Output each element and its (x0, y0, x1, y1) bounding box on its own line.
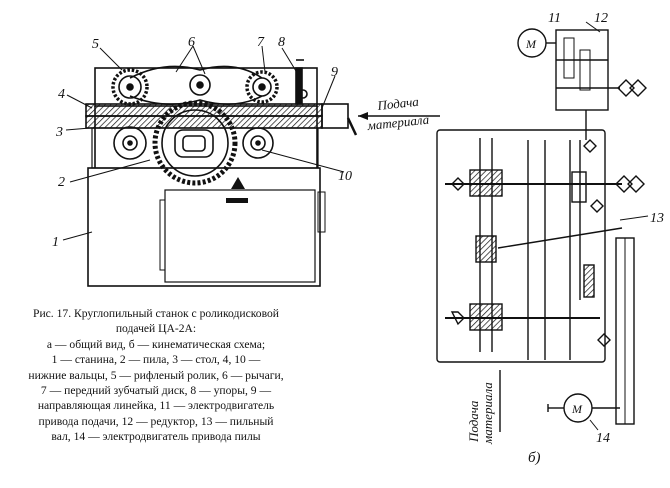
stop-post (295, 67, 303, 105)
scheme-frame (436, 129, 606, 363)
caption-line: 7 — передний зубчатый диск, 8 — упоры, 9… (40, 384, 272, 398)
caption-line: направляющая линейка, 11 — электродвигат… (37, 399, 275, 413)
label-12: 12 (594, 11, 608, 26)
feed-label-a-line1: Подача (376, 94, 420, 113)
warning-triangle-icon (231, 177, 245, 189)
middle-gear (475, 235, 497, 263)
caption-line: нижние вальцы, 5 — рифленый ролик, 6 — р… (28, 368, 284, 382)
label-3: 3 (55, 125, 63, 140)
upper-gear-block (469, 169, 503, 197)
label-11: 11 (548, 11, 561, 26)
feed-label-a-line2: материала (366, 112, 431, 134)
leader-lines-b (585, 21, 649, 431)
levers (129, 65, 263, 105)
reducer-12 (555, 29, 609, 111)
label-14: 14 (596, 431, 610, 446)
fluted-roller (111, 68, 149, 106)
guide-ruler (85, 115, 323, 129)
feed-arrow-a (358, 112, 440, 120)
label-1: 1 (52, 235, 59, 250)
frame-door (164, 189, 316, 283)
part-b-label: б) (528, 450, 541, 466)
feed-label-b-line1: Подача (466, 400, 481, 443)
frame-handle-right (317, 191, 326, 233)
label-5: 5 (92, 37, 99, 52)
kinematic-scheme (436, 28, 647, 432)
lower-gear-block (469, 303, 503, 331)
label-10: 10 (338, 169, 352, 184)
label-4: 4 (58, 87, 65, 102)
caption-line: привода подачи, 12 — редуктор, 13 — пиль… (38, 414, 274, 428)
ruler-end-block (321, 103, 349, 129)
ruler-handle (346, 117, 358, 136)
label-9: 9 (331, 65, 338, 80)
frame-handle-left (159, 199, 166, 271)
label-8: 8 (278, 35, 285, 50)
frame-slot (226, 198, 248, 203)
label-7: 7 (257, 35, 265, 50)
arbor-housing (174, 129, 214, 158)
feed-label-b-line2: материала (480, 382, 495, 445)
coupling-top (617, 79, 635, 97)
machine-frame (87, 167, 321, 287)
lower-roll-left (113, 126, 147, 160)
motor-11-symbol: M (525, 37, 537, 51)
caption-line: подачей ЦА-2А: (115, 322, 197, 336)
leader-lines-a (62, 45, 345, 241)
figure-caption: Рис. 17. Круглопильный станок с роликоди… (6, 306, 306, 445)
label-6: 6 (188, 35, 195, 50)
caption-line: вал, 14 — электродвигатель привода пилы (51, 430, 261, 444)
motor-14-symbol: M (571, 402, 583, 416)
saw-blade (152, 100, 238, 186)
caption-line: Рис. 17. Круглопильный станок с роликоди… (33, 307, 279, 320)
caption-line: 1 — станина, 2 — пила, 3 — стол, 4, 10 — (51, 353, 261, 367)
general-view-drawing (85, 59, 358, 287)
label-13: 13 (650, 211, 664, 226)
caption-line: а — общий вид, б — кинематическая схема; (46, 337, 266, 351)
lower-roll-right (242, 127, 274, 159)
label-2: 2 (58, 175, 65, 190)
front-toothed-disc (245, 70, 279, 104)
